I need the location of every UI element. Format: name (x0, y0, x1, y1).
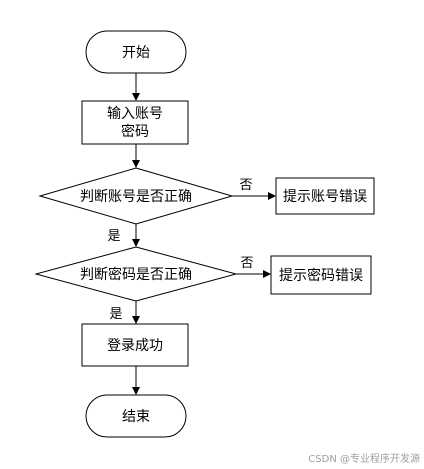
input-node-label-line2: 密码 (121, 123, 149, 140)
edge-account-yes: 是 (107, 224, 140, 247)
check-password-node-label: 判断密码是否正确 (80, 266, 192, 283)
password-error-node: 提示密码错误 (270, 255, 372, 295)
account-error-node-label: 提示账号错误 (283, 189, 367, 205)
check-account-node: 判断账号是否正确 (38, 167, 234, 225)
login-success-node-label: 登录成功 (107, 338, 163, 354)
end-node: 结束 (85, 394, 187, 438)
edge-password-no-label: 否 (240, 256, 253, 271)
edge-input-to-check-account (132, 144, 140, 168)
edge-account-no-label: 否 (239, 178, 252, 193)
start-node: 开始 (85, 30, 187, 74)
watermark-text: CSDN @专业程序开发源 (308, 454, 420, 465)
start-node-label: 开始 (122, 45, 150, 61)
edge-account-no: 否 (232, 178, 276, 200)
edge-password-yes-label: 是 (109, 307, 122, 322)
edge-password-yes: 是 (109, 301, 140, 324)
password-error-node-label: 提示密码错误 (279, 267, 363, 284)
check-account-node-label: 判断账号是否正确 (80, 189, 192, 205)
edge-account-yes-label: 是 (107, 229, 120, 244)
input-node: 输入账号 密码 (81, 100, 189, 145)
login-success-node: 登录成功 (81, 323, 189, 367)
edge-password-no: 否 (236, 256, 271, 278)
edge-success-to-end (132, 366, 140, 395)
check-password-node: 判断密码是否正确 (34, 246, 238, 302)
end-node-label: 结束 (122, 409, 150, 425)
edge-start-to-input (132, 73, 140, 101)
input-node-label-line1: 输入账号 (107, 106, 163, 122)
account-error-node: 提示账号错误 (275, 177, 375, 215)
